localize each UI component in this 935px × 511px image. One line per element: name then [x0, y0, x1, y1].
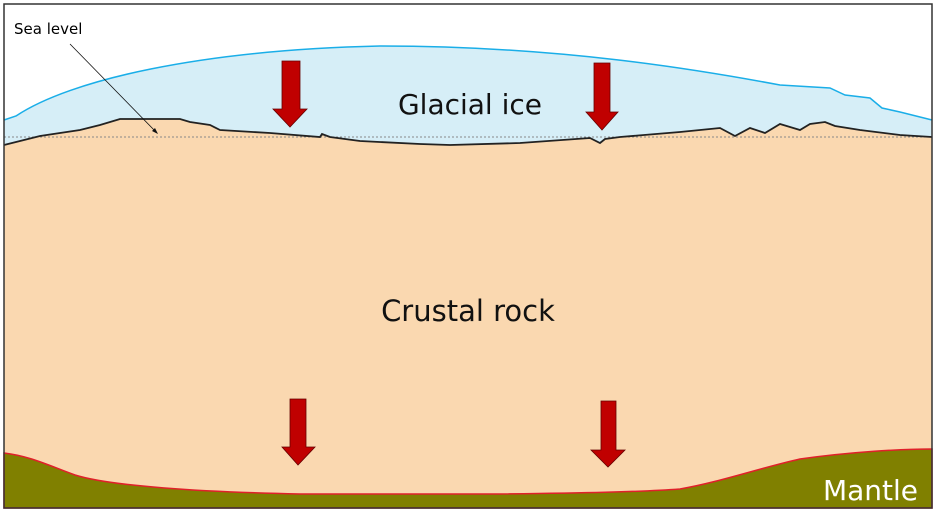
mantle-label: Mantle — [823, 474, 918, 507]
sea-level-pointer — [69, 43, 158, 134]
frame-border — [3, 3, 933, 509]
land-surface-line — [3, 118, 933, 146]
glacial-ice-label: Glacial ice — [398, 88, 542, 121]
glacial-ice — [4, 46, 932, 145]
sea-level-label: Sea level — [14, 20, 82, 38]
down-arrow-icon — [590, 400, 626, 468]
down-arrow-icon — [272, 60, 308, 128]
down-arrow-icon — [585, 62, 619, 131]
ice-surface-line — [3, 45, 933, 121]
down-arrow-icon — [281, 398, 316, 466]
crustal-rock-label: Crustal rock — [381, 294, 555, 328]
mantle-region — [3, 448, 933, 509]
pointer-arrowhead-icon — [152, 128, 158, 134]
